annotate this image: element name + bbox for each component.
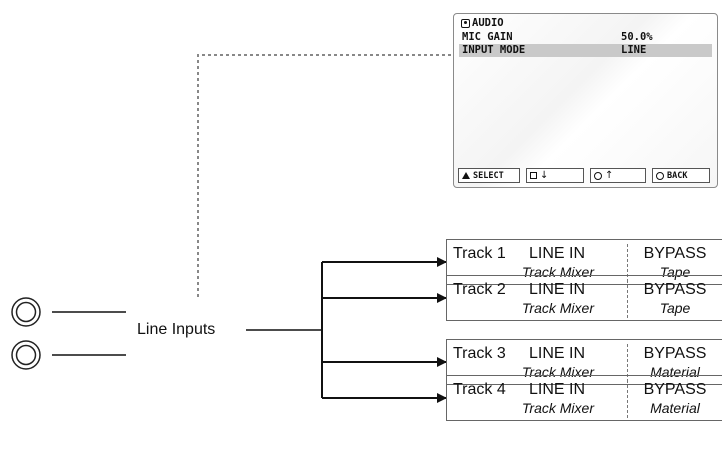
track-divider xyxy=(627,380,628,418)
menu-row-value: LINE xyxy=(621,44,647,56)
screen-title-text: AUDIO xyxy=(472,17,504,29)
track-output: BYPASS xyxy=(643,281,707,298)
track-mixer-label: Track Mixer xyxy=(521,364,594,380)
menu-row-value: 50.0% xyxy=(621,31,653,43)
track-mixer-label: Track Mixer xyxy=(521,400,594,416)
back-softkey[interactable]: BACK xyxy=(652,168,710,183)
track-divider xyxy=(627,244,628,282)
input-jack-1-icon xyxy=(11,297,41,327)
track-source: LINE IN xyxy=(529,345,586,362)
track-name: Track 3 xyxy=(453,345,506,362)
select-softkey[interactable]: SELECT xyxy=(458,168,520,183)
track-mixer-label: Track Mixer xyxy=(521,264,594,280)
down-softkey[interactable]: ↓ xyxy=(526,168,584,183)
track-source: LINE IN xyxy=(529,281,586,298)
track-3-box: Track 3 LINE IN Track Mixer BYPASS Mater… xyxy=(446,339,722,385)
track-2-box: Track 2 LINE IN Track Mixer BYPASS Tape xyxy=(446,275,722,321)
track-name: Track 2 xyxy=(453,281,506,298)
track-1-box: Track 1 LINE IN Track Mixer BYPASS Tape xyxy=(446,239,722,285)
menu-row-input-mode[interactable]: INPUT MODE LINE xyxy=(459,44,712,57)
screen-link-dashed-line xyxy=(197,54,452,297)
menu-row-label: MIC GAIN xyxy=(462,31,513,43)
track-output: BYPASS xyxy=(643,245,707,262)
line-inputs-label: Line Inputs xyxy=(137,321,216,338)
track-name: Track 1 xyxy=(453,245,506,262)
triangle-icon xyxy=(462,172,470,179)
audio-menu-screen: AUDIO MIC GAIN 50.0% INPUT MODE LINE SEL… xyxy=(453,13,718,188)
softkey-label: SELECT xyxy=(473,170,504,181)
square-icon xyxy=(530,172,537,179)
menu-row-label: INPUT MODE xyxy=(462,44,526,56)
softkey-bar: SELECT ↓ ↑ BACK xyxy=(458,168,710,183)
track-destination: Material xyxy=(650,400,700,416)
track-output: BYPASS xyxy=(643,345,707,362)
up-arrow-icon: ↑ xyxy=(605,170,614,181)
softkey-label: BACK xyxy=(667,170,688,181)
up-softkey[interactable]: ↑ xyxy=(590,168,646,183)
track-divider xyxy=(627,344,628,382)
audio-icon xyxy=(461,18,470,28)
track-source: LINE IN xyxy=(529,245,586,262)
track-name: Track 4 xyxy=(453,381,506,398)
track-destination: Tape xyxy=(659,264,691,280)
circle-icon xyxy=(656,171,664,180)
screen-title: AUDIO xyxy=(461,17,504,29)
down-arrow-icon: ↓ xyxy=(540,170,549,181)
track-destination: Material xyxy=(650,364,700,380)
track-source: LINE IN xyxy=(529,381,586,398)
track-output: BYPASS xyxy=(643,381,707,398)
track-destination: Tape xyxy=(659,300,691,316)
menu-row-mic-gain[interactable]: MIC GAIN 50.0% xyxy=(459,31,712,44)
track-mixer-label: Track Mixer xyxy=(521,300,594,316)
track-4-box: Track 4 LINE IN Track Mixer BYPASS Mater… xyxy=(446,375,722,421)
input-jack-2-icon xyxy=(11,340,41,370)
track-divider xyxy=(627,280,628,318)
circle-icon xyxy=(594,171,602,180)
